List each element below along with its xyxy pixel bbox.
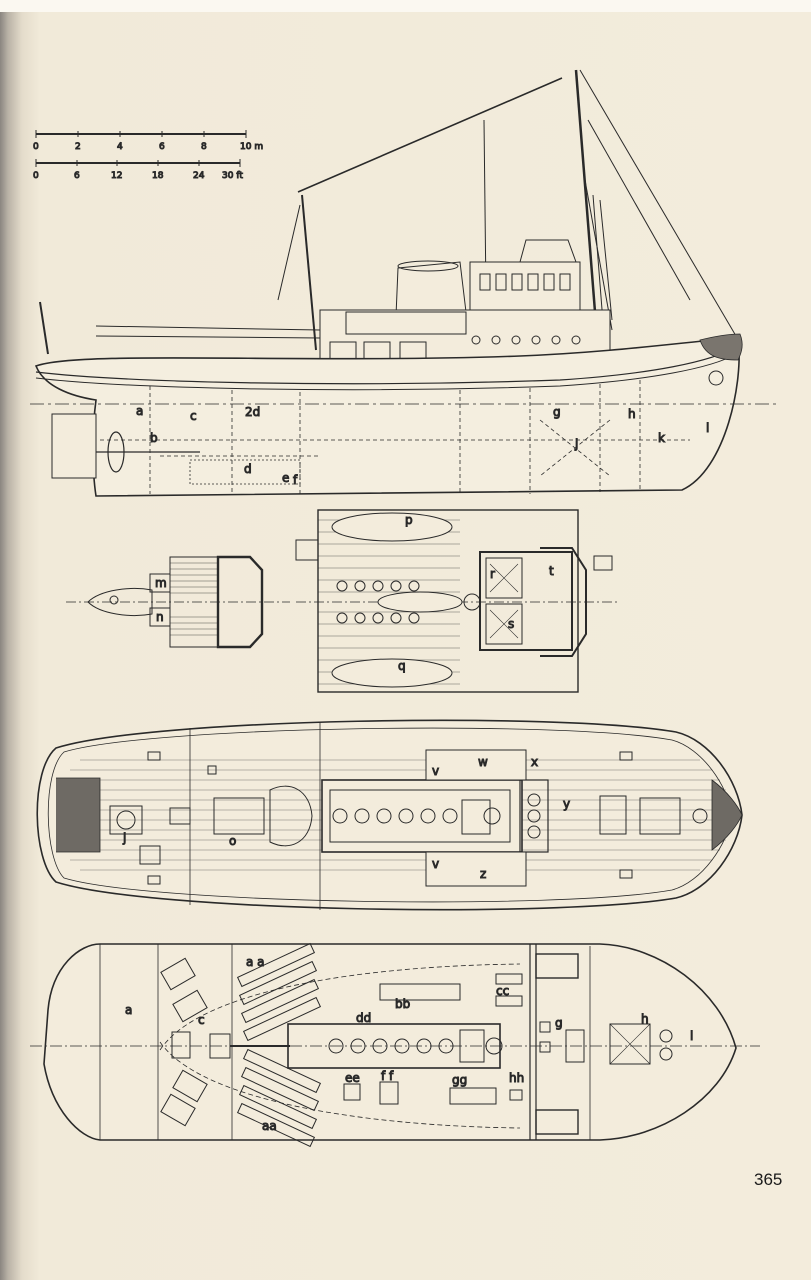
metric-tick-8: 8 [201, 142, 207, 152]
profile-label-a: a [136, 404, 143, 418]
hold-label-ff: f f [381, 1069, 394, 1083]
maindeck-label-o: o [229, 834, 236, 848]
imperial-tick-24: 24 [193, 171, 205, 181]
boatdeck-label-s: s [508, 617, 514, 631]
profile-label-h: h [628, 407, 636, 421]
hold-label-c: c [198, 1013, 205, 1027]
boatdeck-label-r: r [490, 567, 495, 581]
hold-label-aa-bottom: aa [262, 1119, 277, 1133]
hold-label-aa-top: a a [246, 955, 265, 969]
hold-label-l: l [690, 1029, 693, 1043]
hold-label-h: h [641, 1012, 649, 1026]
boatdeck-label-t: t [549, 564, 554, 578]
imperial-scale-bar: 0 6 12 18 24 30 ft [33, 159, 244, 182]
maindeck-label-v-bottom: v [432, 857, 439, 871]
imperial-tick-18: 18 [152, 171, 164, 181]
profile-label-e: e [282, 471, 289, 485]
hold-label-ee: ee [345, 1071, 360, 1085]
imperial-tick-30ft: 30 ft [222, 171, 243, 181]
metric-tick-2: 2 [75, 142, 81, 152]
hold-label-g: g [555, 1016, 563, 1030]
side-profile-view: a b c 2d d e f g h j k l [30, 69, 780, 497]
maindeck-label-w: w [478, 755, 488, 769]
profile-label-f: f [293, 473, 298, 487]
bridge-deck-plan: m n [66, 555, 290, 649]
metric-tick-10m: 10 m [240, 142, 263, 152]
maindeck-label-x: x [531, 755, 538, 769]
maindeck-label-j: j [122, 831, 126, 845]
hold-label-dd: dd [356, 1011, 371, 1025]
boatdeck-label-p: p [405, 513, 413, 527]
hold-label-gg: gg [452, 1073, 467, 1087]
metric-tick-0: 0 [33, 142, 39, 152]
profile-label-b: b [150, 431, 158, 445]
profile-label-j: j [574, 437, 578, 451]
hold-plan: a c a a aa bb cc dd ee f f gg hh g h l [30, 942, 760, 1148]
boat-deck-plan: p q r s t [295, 509, 620, 693]
profile-label-c: c [190, 409, 197, 423]
bridge-label-m: m [155, 576, 167, 590]
hold-label-a: a [125, 1003, 132, 1017]
imperial-tick-6: 6 [74, 171, 80, 181]
maindeck-label-y: y [563, 797, 570, 811]
metric-tick-6: 6 [159, 142, 165, 152]
profile-label-l: l [706, 421, 709, 435]
maindeck-label-v-top: v [432, 764, 439, 778]
profile-label-k: k [658, 431, 665, 445]
page-top-margin [0, 0, 811, 12]
bridge-label-n: n [156, 610, 164, 624]
page-number: 365 [754, 1170, 783, 1189]
profile-label-2d: 2d [245, 405, 260, 419]
hold-label-bb: bb [395, 997, 410, 1011]
metric-tick-4: 4 [117, 142, 123, 152]
imperial-tick-12: 12 [111, 171, 122, 181]
hold-label-hh: hh [509, 1071, 524, 1085]
metric-scale-bar: 0 2 4 6 8 10 m [33, 130, 264, 153]
main-deck-plan: j o v w x y v z [36, 719, 743, 911]
profile-label-g: g [553, 405, 561, 419]
imperial-tick-0: 0 [33, 171, 39, 181]
boatdeck-label-q: q [398, 659, 406, 673]
profile-label-d: d [244, 462, 252, 476]
hold-label-cc: cc [496, 984, 509, 998]
maindeck-label-z: z [480, 867, 486, 881]
